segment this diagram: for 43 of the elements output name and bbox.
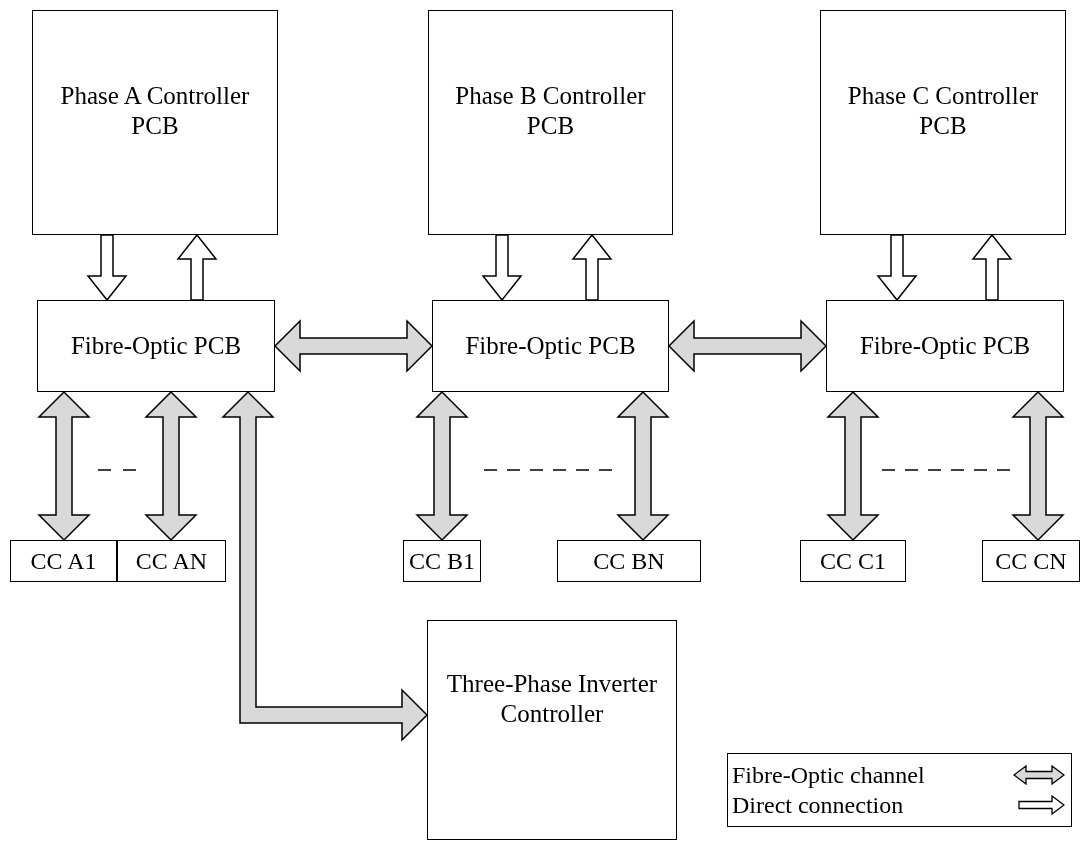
block-box <box>432 300 669 392</box>
block-label: Fibre-Optic PCB <box>69 331 243 361</box>
legend-label: Direct connection <box>732 791 904 820</box>
block-label: Fibre-Optic PCB <box>858 331 1032 361</box>
block-box <box>427 620 677 840</box>
hollow-arrow <box>971 233 1013 301</box>
block-label: Fibre-Optic PCB <box>464 331 637 361</box>
block-box <box>982 540 1080 582</box>
block-label: CC CN <box>994 546 1068 576</box>
hollow-arrow <box>481 234 523 302</box>
block-box <box>820 10 1066 235</box>
legend-label: Fibre-Optic channel <box>732 761 925 790</box>
double-arrow <box>221 390 429 742</box>
block-box <box>10 540 117 582</box>
double-arrow <box>1011 390 1065 542</box>
hollow-arrow <box>86 234 128 302</box>
block-box <box>37 300 275 392</box>
block-label: CC C1 <box>819 546 887 576</box>
block-box <box>428 10 673 235</box>
block-label: Three-Phase Inverter Controller <box>445 669 659 729</box>
block-box <box>117 540 226 582</box>
double-arrow <box>616 390 670 542</box>
double-arrow <box>415 390 469 542</box>
block-box <box>557 540 701 582</box>
double-arrow <box>667 319 828 373</box>
block-label: CC B1 <box>408 546 476 576</box>
block-box <box>403 540 481 582</box>
double-arrow <box>144 390 198 542</box>
double-arrow <box>273 319 434 373</box>
double-arrow <box>826 390 880 542</box>
hollow-arrow <box>571 233 613 301</box>
block-label: Phase B Controller PCB <box>454 81 647 141</box>
block-box <box>826 300 1064 392</box>
hollow-arrow <box>176 233 218 301</box>
hollow-arrow <box>876 234 918 302</box>
double-arrow <box>37 390 91 542</box>
block-label: CC AN <box>134 546 209 576</box>
block-label: CC BN <box>592 546 666 576</box>
block-label: Phase C Controller PCB <box>846 81 1040 141</box>
block-box <box>800 540 906 582</box>
block-label: CC A1 <box>29 546 98 576</box>
block-label: Phase A Controller PCB <box>59 81 251 141</box>
block-box <box>32 10 278 235</box>
